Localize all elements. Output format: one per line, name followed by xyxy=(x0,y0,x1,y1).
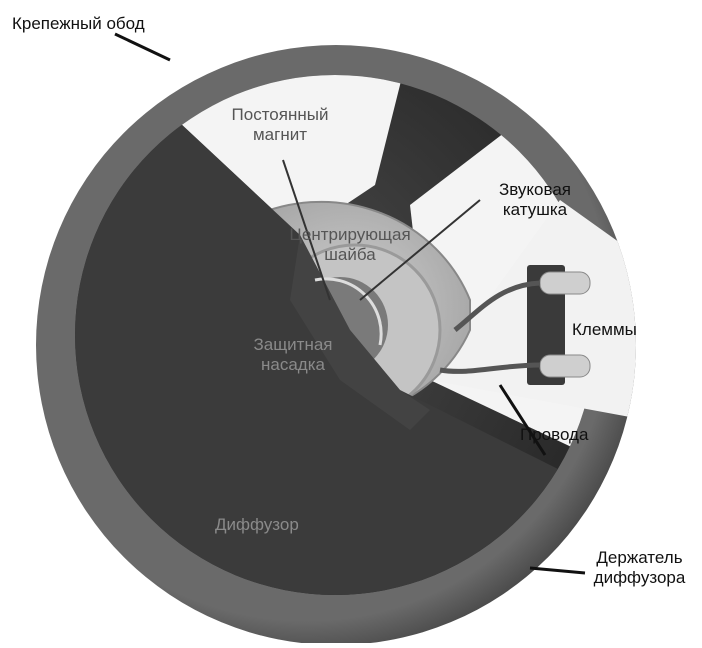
label-diffuser-holder-line1: Держатель xyxy=(582,548,697,568)
label-protective-cap: Защитная насадка xyxy=(228,335,358,375)
label-diffuser: Диффузор xyxy=(215,515,299,535)
label-diffuser-holder: Держатель диффузора xyxy=(582,548,697,588)
leader-mounting-rim xyxy=(115,34,170,60)
label-protective-cap-line1: Защитная xyxy=(228,335,358,355)
label-protective-cap-line2: насадка xyxy=(228,355,358,375)
label-centering-washer-line1: Центрирующая xyxy=(265,225,435,245)
label-centering-washer: Центрирующая шайба xyxy=(265,225,435,265)
leader-diffuser-holder xyxy=(530,568,585,573)
label-wires: Провода xyxy=(520,425,588,445)
label-permanent-magnet-line1: Постоянный xyxy=(210,105,350,125)
label-voice-coil-line2: катушка xyxy=(480,200,590,220)
label-permanent-magnet-line2: магнит xyxy=(210,125,350,145)
label-centering-washer-line2: шайба xyxy=(265,245,435,265)
terminal-bottom xyxy=(540,355,590,377)
label-permanent-magnet: Постоянный магнит xyxy=(210,105,350,145)
label-terminals: Клеммы xyxy=(572,320,637,340)
label-voice-coil-line1: Звуковая xyxy=(480,180,590,200)
label-voice-coil: Звуковая катушка xyxy=(480,180,590,220)
terminal-top xyxy=(540,272,590,294)
label-mounting-rim: Крепежный обод xyxy=(12,14,145,34)
label-diffuser-holder-line2: диффузора xyxy=(582,568,697,588)
